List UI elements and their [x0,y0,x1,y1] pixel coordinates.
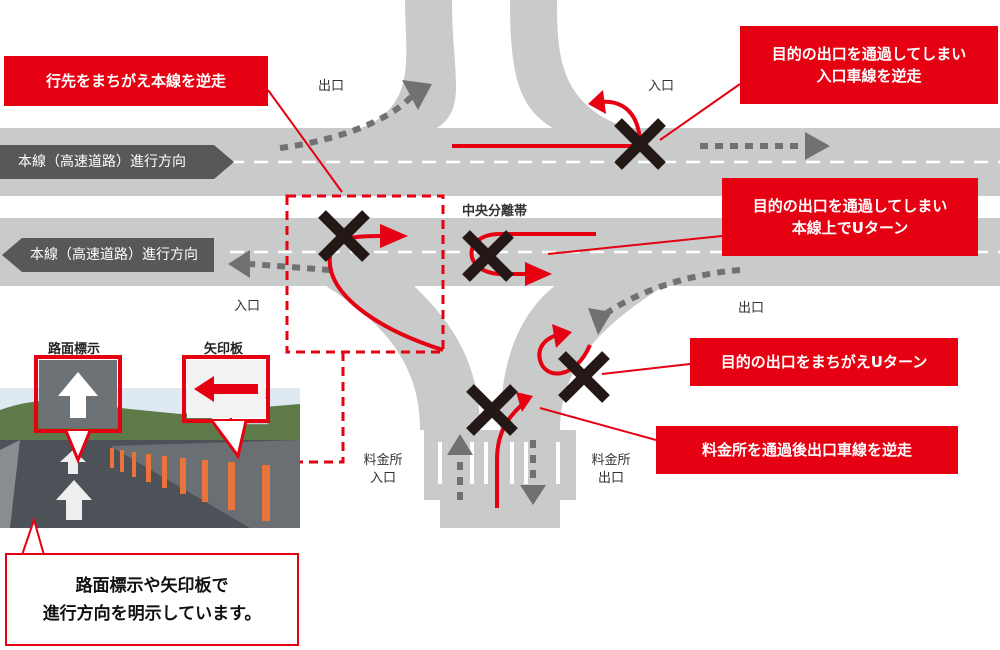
wrongway-uturn-mainline [469,232,596,276]
arrowhead-exit-right [588,308,612,335]
mainline-direction-right: 本線（高速道路）進行方向 [0,145,214,179]
highlight-connector [300,352,345,464]
photo-shoulder [0,440,20,528]
red-arrowhead-toll-exit [516,392,533,412]
road-marking-label: 路面標示 [48,342,101,357]
toll-stripe [470,442,474,484]
callout-wrong-way-mainline: 行先をまちがえ本線を逆走 [4,56,268,106]
arrowhead-exit-top-left [402,80,432,110]
leader-lines [267,83,741,441]
photo-arrow-marking [56,480,92,520]
cross-icon [462,230,514,282]
label-toll-exit: 料金所 出口 [591,453,631,486]
highlight-box [285,194,445,354]
callout-passed-exit-entry-lane: 目的の出口を通過してしまい 入口車線を逆走 [740,26,998,104]
road-marking-pointer [64,430,92,464]
guidance-note: 路面標示や矢印板で 進行方向を明示しています。 [5,553,299,646]
leader-uturn-mainline [547,235,723,255]
flow-lower-left [249,261,331,273]
note-pointer [21,516,45,556]
red-arrowhead-mainline [380,224,408,248]
leader-toll-exit-lane [539,407,657,441]
cross-icon [466,384,518,436]
leader-mainline [267,89,343,193]
callout-after-toll-exit-lane: 料金所を通過後出口車線を逆走 [656,426,958,474]
toll-stripe [438,442,442,484]
cross-icon [614,118,666,170]
arrow-board-pointer [210,420,248,460]
label-toll-entry: 料金所 入口 [363,453,403,486]
toll-stripe [484,442,488,484]
red-arrowhead-entry-lane [588,90,606,114]
flow-exit-top-left [279,93,415,151]
arrowhead-upper-right [805,132,830,160]
mainline-direction-left-text: 本線（高速道路）進行方向 [30,247,198,263]
photo-poles [110,448,270,521]
cross-icon [318,210,370,262]
ramp-lower-left [320,282,480,430]
arrowhead-lower-left [228,250,250,278]
legal-flow-arrows [249,93,805,500]
toll-stripe [556,442,560,484]
mainline-direction-left: 本線（高速道路）進行方向 [22,238,214,272]
prohibition-crosses [318,118,666,436]
cross-icon [558,351,610,403]
ramp-top-left [350,0,457,132]
callout-passed-exit-uturn: 目的の出口を通過してしまい 本線上でUターン [722,178,978,256]
label-entry-left: 入口 [234,299,261,314]
guidance-note-text: 路面標示や矢印板で 進行方向を明示しています。 [42,575,262,624]
arrowhead-toll-entry [447,434,473,455]
ramp-top-right [510,0,640,132]
flow-exit-right [598,267,741,321]
leader-entry-lane [659,83,741,141]
legal-flow-arrowheads [228,80,830,505]
direction-left-arrow-icon [2,238,22,272]
leader-exit-uturn [601,363,691,375]
label-exit-top-left: 出口 [318,79,345,94]
arrowhead-toll-exit [520,485,546,505]
red-arrowhead-exit-uturn [552,324,572,348]
toll-booth-stripes [438,442,560,484]
wrong-way-arrowheads [380,90,606,412]
direction-right-arrow-icon [214,145,234,179]
arrow-board-label: 矢印板 [204,342,244,357]
arrow-board-arrow-icon [194,376,258,402]
toll-stripe [524,442,528,484]
red-arrowhead-uturn [525,262,552,286]
toll-stripe [510,442,514,484]
road-marking-arrow-icon [58,372,98,418]
mainline-direction-right-text: 本線（高速道路）進行方向 [18,154,186,170]
label-entry-top-right: 入口 [648,79,675,94]
label-exit-right: 出口 [738,301,765,316]
callout-wrong-exit-uturn: 目的の出口をまちがえUターン [690,338,958,386]
ramp-lower-right [500,282,670,430]
label-median: 中央分離帯 [462,204,528,219]
